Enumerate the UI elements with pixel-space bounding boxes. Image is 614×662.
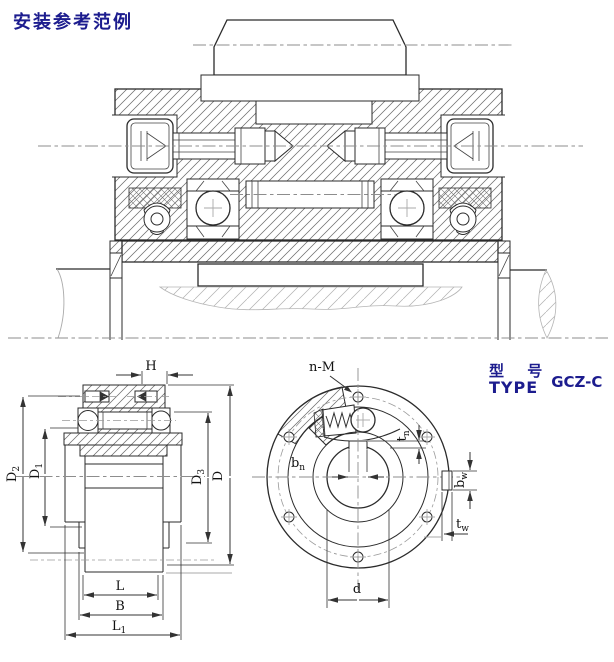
dim-bw-label: bw xyxy=(453,472,470,488)
dimension-labels: H D2 D1 D3 D L B L1 n-M bn tn d bw tw xyxy=(5,359,470,636)
left-retainer xyxy=(143,202,171,235)
dim-d-lines xyxy=(326,510,390,608)
dim-D2-lines xyxy=(20,395,84,554)
boss-screws xyxy=(58,390,172,403)
top-hub-cap xyxy=(213,19,407,76)
dim-D1-lines xyxy=(42,427,82,528)
right-bearing xyxy=(380,178,434,240)
dim-L-lines xyxy=(82,575,159,600)
dim-L1-lines xyxy=(64,525,182,640)
side-section-view xyxy=(16,371,234,640)
dim-nM-label: n-M xyxy=(309,360,335,375)
page-title: 安装参考范例 xyxy=(13,12,133,33)
dim-D2-label: D2 xyxy=(5,466,22,482)
type-label-en: TYPE xyxy=(489,377,539,397)
lower-outline xyxy=(64,445,182,573)
dim-tw-label: tw xyxy=(456,517,469,534)
right-retainer xyxy=(449,202,477,235)
dim-D-lines xyxy=(167,384,234,566)
dim-bn-label: bn xyxy=(291,456,305,473)
dim-D1-label: D1 xyxy=(28,463,45,479)
dim-B-lines xyxy=(78,552,164,620)
keyway-tab-detail xyxy=(424,452,477,541)
row-bearings xyxy=(62,407,176,434)
flange-section xyxy=(63,432,183,446)
dim-D3-label: D3 xyxy=(190,469,207,485)
dim-bn-lines xyxy=(332,450,384,480)
hub-flange xyxy=(121,240,499,263)
dim-L1-label: L1 xyxy=(112,619,126,636)
type-label-block: 型 号 TYPE GCZ-C xyxy=(489,362,603,397)
left-bearing xyxy=(186,178,240,240)
shaft-key xyxy=(197,263,424,287)
type-label-cn: 型 号 xyxy=(489,362,552,380)
front-view xyxy=(252,368,477,608)
dim-B-label: B xyxy=(115,599,125,614)
shaft xyxy=(56,268,557,339)
dim-D3-lines xyxy=(174,411,212,544)
dim-tn-label: tn xyxy=(395,430,412,441)
spring-detail xyxy=(313,404,401,442)
race-section xyxy=(79,444,168,457)
left-ring xyxy=(109,252,123,340)
dim-nM-leader xyxy=(329,375,352,393)
assembly-section-view xyxy=(8,19,608,340)
dim-L-label: L xyxy=(116,579,125,594)
right-ring xyxy=(497,252,511,340)
type-model: GCZ-C xyxy=(551,373,603,391)
broken-out-section xyxy=(158,286,463,311)
dim-H-lines xyxy=(116,371,193,384)
dim-D-label: D xyxy=(211,471,226,481)
dim-H-label: H xyxy=(145,359,156,374)
dim-d-label: d xyxy=(353,582,361,597)
dim-tn-lines xyxy=(368,425,426,464)
